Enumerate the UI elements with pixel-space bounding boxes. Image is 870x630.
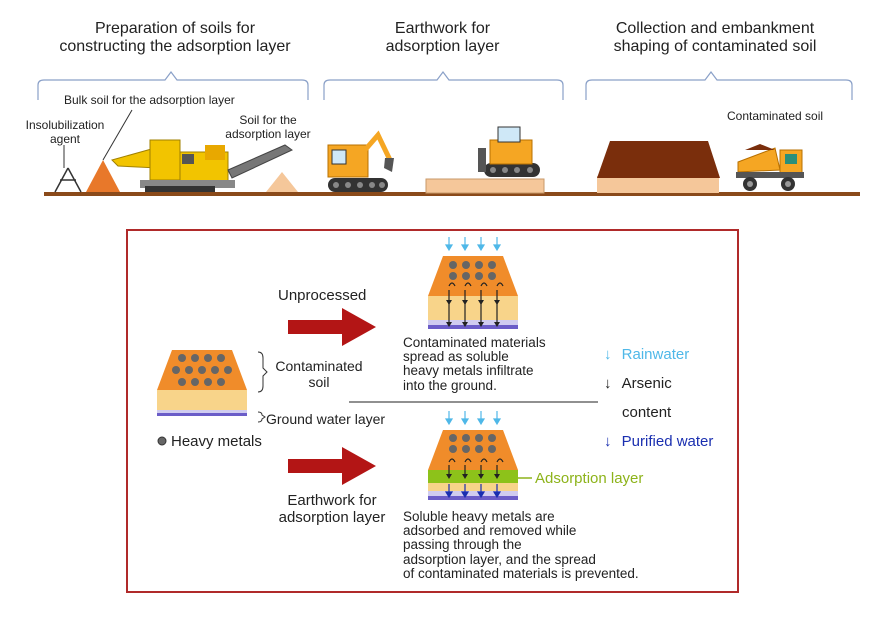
rainwater-label: Rainwater [621, 346, 690, 363]
label-heavy-metals: Heavy metals [171, 433, 262, 450]
bracket-collection [585, 71, 853, 100]
processed-pile [428, 411, 518, 500]
earthwork-layer [425, 178, 545, 194]
insolubilization-tripod [54, 167, 82, 193]
bulk-soil-pointer [102, 109, 133, 161]
adsorption-soil-pile [266, 172, 298, 192]
purified-arrow-icon: ↓ [604, 433, 612, 450]
groundwater-brace [257, 411, 266, 423]
adsorption-layer-band [428, 470, 518, 483]
arsenic-label-line1: Arsenic [621, 375, 672, 392]
legend-purified-water: ↓ Purified water [604, 433, 713, 450]
bulldozer [478, 126, 540, 177]
mixing-machine [111, 139, 293, 192]
heavy-metal-dot [157, 436, 167, 446]
legend-arsenic-line2: content [622, 404, 672, 421]
dump-truck [736, 144, 804, 191]
label-bulk-soil: Bulk soil for the adsorption layer [64, 93, 235, 107]
process-panel-frame [126, 229, 739, 593]
legend-pile [157, 350, 247, 416]
label-unprocessed: Unprocessed [278, 287, 367, 304]
bulk-soil-pile [86, 160, 120, 192]
label-earthwork-adsorption: Earthwork for adsorption layer [278, 492, 386, 527]
label-ground-water-layer: Ground water layer [266, 411, 386, 427]
stage-title-earthwork: Earthwork for adsorption layer [385, 20, 500, 56]
stage-title-collection: Collection and embankment shaping of con… [613, 20, 817, 56]
bracket-earthwork [323, 71, 564, 100]
stage-title-preparation: Preparation of soils for constructing th… [59, 20, 291, 56]
legend-rainwater: ↓ Rainwater [604, 346, 689, 363]
label-contaminated-soil: Contaminated soil [275, 358, 363, 391]
bracket-preparation [37, 71, 309, 100]
label-contaminated-soil-top: Contaminated soil [727, 109, 824, 123]
ground-line [44, 192, 860, 196]
desc-processed: Soluble heavy metals are adsorbed and re… [403, 509, 639, 581]
excavator [327, 130, 394, 192]
label-adsorption-layer: Adsorption layer [535, 470, 644, 487]
arrow-unprocessed [288, 308, 376, 346]
label-insolubilization-agent: Insolubilization agent [25, 118, 105, 146]
arsenic-arrow-icon: ↓ [604, 375, 612, 392]
embankment-base [597, 176, 719, 193]
desc-unprocessed: Contaminated materials spread as soluble… [403, 335, 546, 393]
arrow-earthwork [288, 447, 376, 485]
contaminated-soil-brace [257, 351, 268, 393]
purified-label: Purified water [621, 433, 714, 450]
unprocessed-pile [428, 237, 518, 329]
stage-brackets [37, 71, 853, 100]
label-adsorption-soil: Soil for the adsorption layer [225, 113, 311, 141]
contaminated-mound [597, 141, 720, 178]
rainwater-arrow-icon: ↓ [604, 346, 612, 363]
legend-arsenic: ↓ Arsenic [604, 375, 672, 392]
